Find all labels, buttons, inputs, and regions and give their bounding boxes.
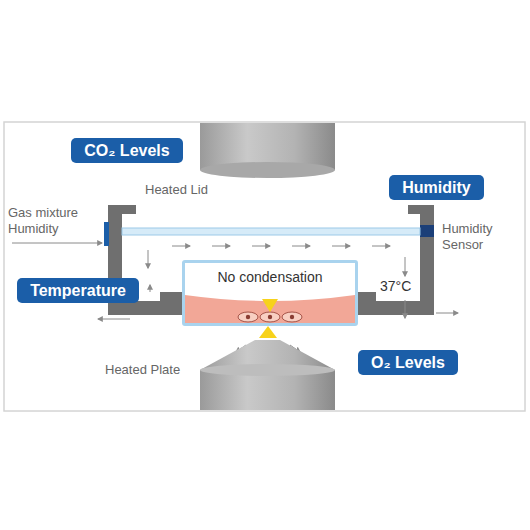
part-label: Heated Lid xyxy=(145,182,208,198)
part-label: Gas mixture Humidity xyxy=(8,205,92,237)
humidity-sensor xyxy=(420,225,434,237)
parameter-label: Temperature xyxy=(30,282,126,300)
top-objective xyxy=(200,123,335,178)
gas-inlet xyxy=(104,222,109,246)
parameter-pill: Temperature xyxy=(17,278,139,303)
part-label: Heated Plate xyxy=(105,362,180,378)
lower-objective xyxy=(200,326,335,410)
culture-dish: No condensation xyxy=(182,260,358,326)
parameter-pill: O₂ Levels xyxy=(358,350,458,375)
parameter-label: O₂ Levels xyxy=(371,354,445,372)
parameter-pill: Humidity xyxy=(389,175,484,200)
frame xyxy=(4,122,525,411)
part-label: 37°C xyxy=(380,278,411,294)
parameter-label: CO₂ Levels xyxy=(84,142,169,160)
heated-lid xyxy=(122,228,420,235)
part-label: Humidity Sensor xyxy=(442,221,522,253)
parameter-label: Humidity xyxy=(402,179,470,197)
parameter-pill: CO₂ Levels xyxy=(71,138,183,163)
dish-label: No condensation xyxy=(217,269,322,285)
airflow-arrows xyxy=(12,243,458,352)
